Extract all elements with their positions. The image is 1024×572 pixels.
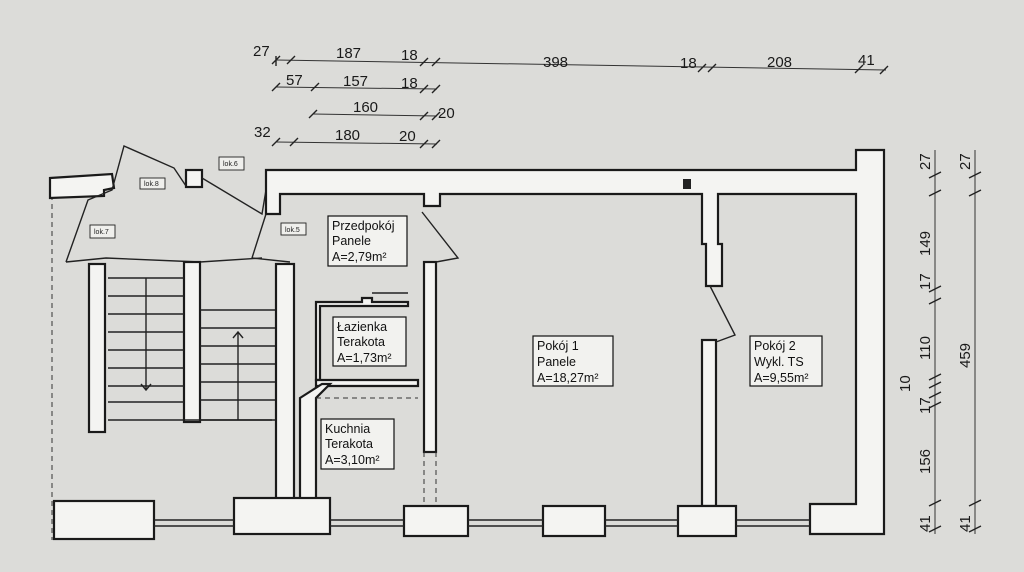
dim-right-outer-1: 27 bbox=[957, 153, 974, 170]
dim-right-outer-2: 459 bbox=[957, 343, 974, 368]
dim-right-inner-5: 10 bbox=[897, 375, 914, 392]
apartment-walls bbox=[154, 148, 886, 538]
landing-outline bbox=[65, 145, 267, 263]
neighbor-tags: lok.8 lok.6 lok.7 lok.5 bbox=[89, 156, 307, 239]
dim-row1-5: 18 bbox=[680, 55, 697, 72]
dim-right-inner-1: 27 bbox=[917, 153, 934, 170]
dim-line-row1 bbox=[275, 59, 887, 71]
przedpokoj-name: Przedpokój bbox=[332, 219, 395, 233]
dim-right-inner-7: 156 bbox=[917, 449, 934, 474]
dim-row1-1: 27 bbox=[253, 43, 270, 60]
entry-outline bbox=[251, 211, 460, 263]
kuchnia-finish: Terakota bbox=[325, 437, 373, 451]
bottom-wall-1 bbox=[232, 496, 332, 536]
stair-treads bbox=[108, 277, 276, 421]
pokoj2-finish: Wykl. TS bbox=[754, 355, 804, 369]
lok6-tag bbox=[218, 156, 245, 171]
stair-wall-middle bbox=[182, 260, 202, 424]
lok7-tag bbox=[89, 224, 116, 239]
dim-row4-3: 20 bbox=[399, 128, 416, 145]
dim-row1-3: 18 bbox=[401, 47, 418, 64]
dim-line-row2 bbox=[275, 86, 438, 90]
room-label-lazienka: Łazienka Terakota A=1,73m² bbox=[332, 316, 407, 367]
przedpokoj-finish: Panele bbox=[332, 234, 371, 248]
outer-top-and-right-wall bbox=[264, 148, 886, 536]
windows bbox=[154, 519, 810, 527]
vent-mark bbox=[683, 179, 691, 189]
door-swing-pokoj2 bbox=[709, 285, 736, 343]
dim-right-inner-8: 41 bbox=[917, 515, 934, 532]
bottom-wall-2 bbox=[402, 504, 470, 538]
dim-row1-2: 187 bbox=[336, 45, 361, 62]
stair-wall-left bbox=[87, 262, 107, 434]
room-label-pokoj1: Pokój 1 Panele A=18,27m² bbox=[532, 335, 614, 387]
przedpokoj-area: A=2,79m² bbox=[332, 250, 387, 264]
dim-row3-2: 20 bbox=[438, 105, 455, 122]
lok8-label: lok.8 bbox=[144, 181, 159, 188]
column-block bbox=[184, 168, 204, 189]
pokoj1-finish: Panele bbox=[537, 355, 576, 369]
dim-row2-2: 157 bbox=[343, 73, 368, 90]
kuchnia-name: Kuchnia bbox=[325, 422, 370, 436]
lazienka-name: Łazienka bbox=[337, 320, 387, 334]
lazienka-area: A=1,73m² bbox=[337, 351, 392, 365]
pokoj2-name: Pokój 2 bbox=[754, 339, 796, 353]
room-labels: Przedpokój Panele A=2,79m² Łazienka Tera… bbox=[320, 215, 823, 470]
room-label-kuchnia: Kuchnia Terakota A=3,10m² bbox=[320, 418, 395, 470]
lok5-label: lok.5 bbox=[285, 227, 300, 234]
kuchnia-area: A=3,10m² bbox=[325, 453, 380, 467]
room-label-pokoj2: Pokój 2 Wykl. TS A=9,55m² bbox=[749, 335, 823, 387]
bottom-left-wall bbox=[52, 499, 156, 541]
dim-row2-3: 18 bbox=[401, 75, 418, 92]
lok7-label: lok.7 bbox=[94, 229, 109, 236]
lok6-label: lok.6 bbox=[223, 161, 238, 168]
hall-left-wall bbox=[274, 262, 296, 506]
stair-direction-arrows bbox=[140, 330, 244, 392]
left-wall-segment bbox=[48, 172, 116, 200]
top-dimension-chains: 27 187 18 398 18 208 41 57 157 18 160 20… bbox=[253, 43, 889, 149]
landing-front-edge bbox=[65, 257, 263, 263]
pokoj2-area: A=9,55m² bbox=[754, 371, 809, 385]
dim-row4-1: 32 bbox=[254, 124, 271, 141]
lok8-tag bbox=[139, 177, 166, 190]
dim-row2-1: 57 bbox=[286, 72, 303, 89]
lazienka-finish: Terakota bbox=[337, 335, 385, 349]
bottom-wall-4 bbox=[676, 504, 738, 538]
pokoj1-area: A=18,27m² bbox=[537, 371, 599, 385]
dim-row1-6: 208 bbox=[767, 54, 792, 71]
room-label-przedpokoj: Przedpokój Panele A=2,79m² bbox=[327, 215, 408, 267]
lok5-tag bbox=[280, 222, 307, 236]
dim-right-inner-2: 149 bbox=[917, 231, 934, 256]
right-dimension-chains: 27 149 17 110 10 17 156 41 27 459 41 bbox=[897, 150, 982, 534]
room-partition-lower bbox=[700, 338, 718, 508]
bottom-wall-3 bbox=[541, 504, 607, 538]
dim-row1-4: 398 bbox=[543, 54, 568, 71]
dim-row1-7: 41 bbox=[858, 52, 875, 69]
dim-row4-2: 180 bbox=[335, 127, 360, 144]
stairwell-area bbox=[48, 145, 276, 541]
dim-right-inner-6: 17 bbox=[917, 397, 934, 414]
dim-line-row3 bbox=[312, 113, 438, 117]
dim-right-inner-4: 110 bbox=[917, 336, 934, 360]
dim-right-outer-3: 41 bbox=[957, 515, 974, 532]
hall-right-wall bbox=[422, 260, 438, 454]
bathroom-bottom-wall bbox=[314, 378, 420, 388]
pokoj1-name: Pokój 1 bbox=[537, 339, 579, 353]
dim-right-inner-3: 17 bbox=[917, 273, 934, 290]
dim-line-row4 bbox=[275, 141, 438, 145]
dim-row3-1: 160 bbox=[353, 99, 378, 116]
